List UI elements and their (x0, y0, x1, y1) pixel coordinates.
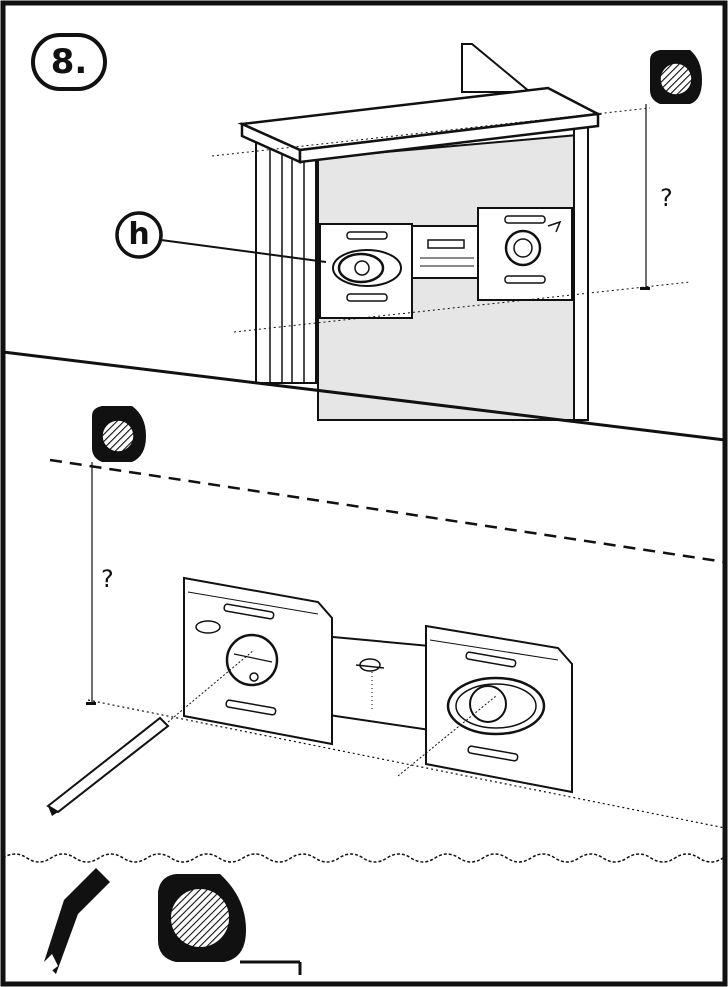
measure-unknown-top: ? (660, 184, 673, 212)
cabinet-top-view (212, 44, 690, 420)
bracket-plate-right-large (426, 626, 572, 792)
measure-unknown-bottom: ? (101, 565, 114, 593)
bracket-plate-left-small (320, 224, 412, 318)
tape-measure-bottom (86, 406, 146, 705)
bracket-connector-large (322, 636, 430, 730)
part-callout-label: h (118, 213, 160, 257)
bracket-plate-left-large (184, 578, 332, 744)
pencil-icon (44, 868, 110, 974)
tape-measure-top (640, 50, 702, 290)
bracket-connector-small (412, 226, 480, 278)
tape-measure-icon (158, 874, 300, 975)
step-number: 8. (35, 37, 103, 87)
bracket-plate-right-small (478, 208, 572, 300)
